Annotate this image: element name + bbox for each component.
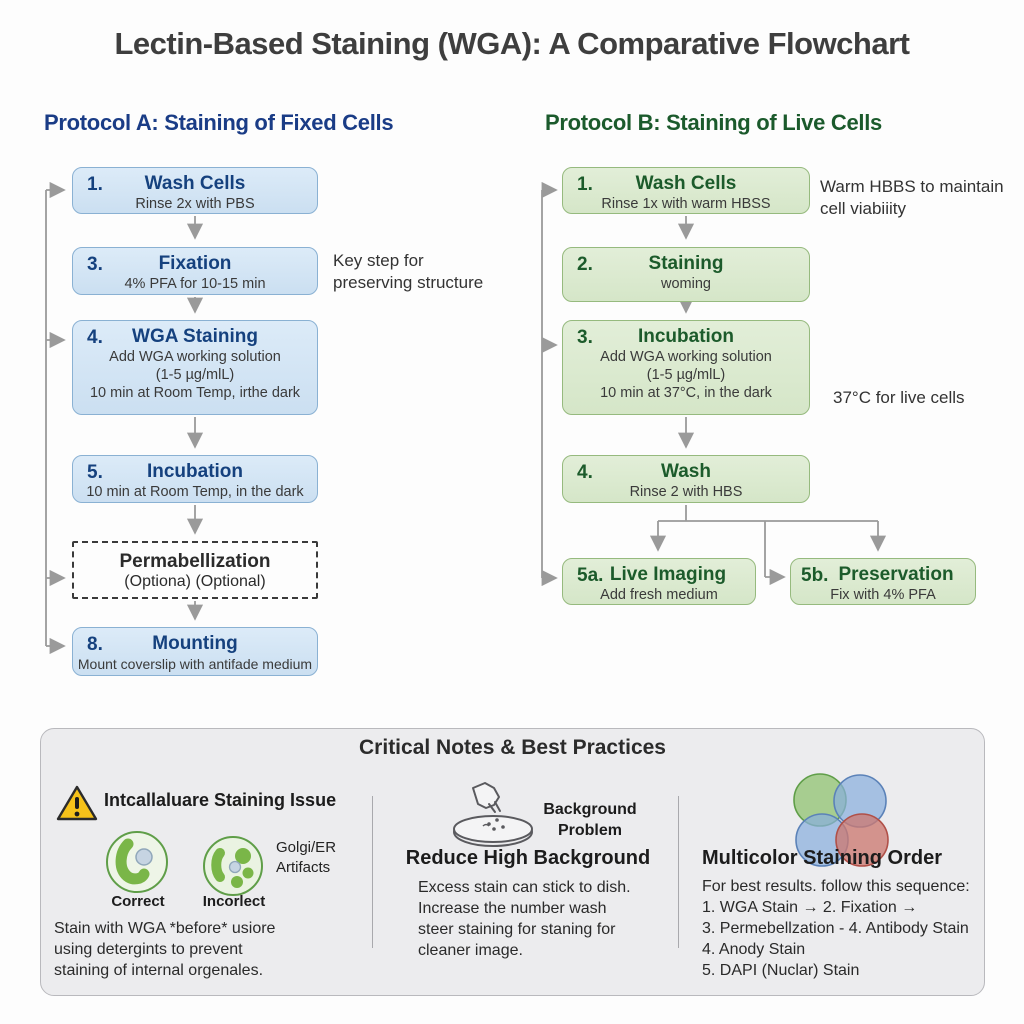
step-box-b-wash-cells: 1. Wash Cells Rinse 1x with warm HBSS bbox=[562, 167, 810, 214]
step-box-b-wash: 4. Wash Rinse 2 with HBS bbox=[562, 455, 810, 503]
step-number: 1. bbox=[87, 174, 103, 195]
step-box-a-permeabilization: Permabellization (Optiona) (Optional) bbox=[72, 541, 318, 599]
background-heading: Reduce High Background bbox=[405, 847, 651, 869]
step-box-a-wga-staining: 4. WGA Staining Add WGA working solution… bbox=[72, 320, 318, 415]
step-subtitle: (Optiona) (Optional) bbox=[124, 573, 266, 590]
step-number: 3. bbox=[577, 327, 593, 348]
step-box-a-incubation: 5. Incubation 10 min at Room Temp, in th… bbox=[72, 455, 318, 503]
step-number: 5a. bbox=[577, 565, 604, 586]
note-fixation: Key step for preserving structure bbox=[333, 251, 484, 292]
step-subtitle: woming bbox=[661, 276, 711, 292]
multicolor-body: For best results. follow this sequence: … bbox=[702, 878, 970, 979]
note-37c: 37°C for live cells bbox=[833, 388, 965, 407]
step-subtitle: Rinse 2x with PBS bbox=[135, 196, 255, 212]
step-box-b-staining: 2. Staining woming bbox=[562, 247, 810, 302]
incorrect-cell-icon bbox=[203, 836, 263, 896]
step-subtitle: 10 min at Room Temp, irthe dark bbox=[89, 385, 301, 401]
intracellular-body: Stain with WGA *before* usiore using det… bbox=[54, 920, 276, 979]
page-title: Lectin-Based Staining (WGA): A Comparati… bbox=[114, 26, 910, 61]
note-warm-hbss: Warm HBBS to maintain cell viabiiity bbox=[820, 177, 1004, 218]
step-box-b-incubation: 3. Incubation Add WGA working solution (… bbox=[562, 320, 810, 415]
step-subtitle: 10 min at Room Temp, in the dark bbox=[86, 484, 304, 500]
step-title: Fixation bbox=[158, 253, 232, 274]
step-subtitle: Add WGA working solution bbox=[600, 349, 772, 365]
multicolor-circles-icon bbox=[793, 773, 889, 867]
step-subtitle: Add WGA working solution bbox=[109, 349, 281, 365]
petri-dish-icon bbox=[453, 782, 533, 847]
step-title: Staining bbox=[648, 253, 724, 274]
intracellular-heading: Intcallaluare Staining Issue bbox=[104, 790, 337, 810]
step-subtitle: Add fresh medium bbox=[600, 587, 718, 603]
step-subtitle: (1-5 µg/mlL) bbox=[646, 367, 726, 383]
step-number: 2. bbox=[577, 254, 593, 275]
step-subtitle: 4% PFA for 10-15 min bbox=[124, 276, 266, 292]
step-title: Permabellization bbox=[119, 551, 271, 572]
multicolor-heading: Multicolor Staining Order bbox=[702, 847, 943, 869]
step-number: 4. bbox=[87, 327, 103, 348]
critical-notes-title: Critical Notes & Best Practices bbox=[359, 736, 666, 759]
step-title: Preservation bbox=[838, 564, 954, 585]
step-title: Wash bbox=[661, 461, 711, 482]
step-title: Mounting bbox=[152, 633, 238, 654]
step-subtitle: (1-5 µg/mlL) bbox=[155, 367, 235, 383]
step-subtitle: 10 min at 37°C, in the dark bbox=[600, 385, 772, 401]
incorrect-cell-label: Incorlect bbox=[202, 893, 266, 910]
step-title: Live Imaging bbox=[609, 564, 727, 585]
step-number: 8. bbox=[87, 634, 103, 655]
step-subtitle: Rinse 2 with HBS bbox=[629, 484, 743, 500]
step-number: 1. bbox=[577, 174, 593, 195]
step-number: 4. bbox=[577, 462, 593, 483]
step-title: Wash Cells bbox=[635, 173, 737, 194]
step-number: 5b. bbox=[801, 565, 829, 586]
step-box-a-fixation: 3. Fixation 4% PFA for 10-15 min bbox=[72, 247, 318, 295]
step-subtitle: Mount coverslip with antifade medium bbox=[77, 656, 313, 672]
step-number: 5. bbox=[87, 462, 103, 483]
background-problem-label: Background Problem bbox=[543, 801, 637, 839]
correct-cell-icon bbox=[106, 831, 168, 893]
protocol-a-heading: Protocol A: Staining of Fixed Cells bbox=[44, 110, 394, 135]
background-body: Excess stain can stick to dish. Increase… bbox=[418, 879, 631, 959]
step-box-b-preservation: 5b. Preservation Fix with 4% PFA bbox=[790, 558, 976, 605]
step-title: Wash Cells bbox=[144, 173, 246, 194]
step-number: 3. bbox=[87, 254, 103, 275]
panel-divider bbox=[372, 796, 373, 948]
warning-icon bbox=[56, 785, 98, 821]
step-title: WGA Staining bbox=[132, 326, 258, 347]
step-subtitle: Rinse 1x with warm HBSS bbox=[601, 196, 771, 212]
correct-cell-label: Correct bbox=[111, 893, 165, 910]
step-title: Incubation bbox=[637, 326, 735, 347]
step-subtitle: Fix with 4% PFA bbox=[830, 587, 936, 603]
step-box-b-live-imaging: 5a. Live Imaging Add fresh medium bbox=[562, 558, 756, 605]
golgi-artifacts-label: Golgi/ER Artifacts bbox=[276, 839, 337, 876]
step-box-a-wash: 1. Wash Cells Rinse 2x with PBS bbox=[72, 167, 318, 214]
panel-divider bbox=[678, 796, 679, 948]
step-box-a-mounting: 8. Mounting Mount coverslip with antifad… bbox=[72, 627, 318, 676]
step-title: Incubation bbox=[146, 461, 244, 482]
protocol-b-heading: Protocol B: Staining of Live Cells bbox=[545, 110, 882, 135]
